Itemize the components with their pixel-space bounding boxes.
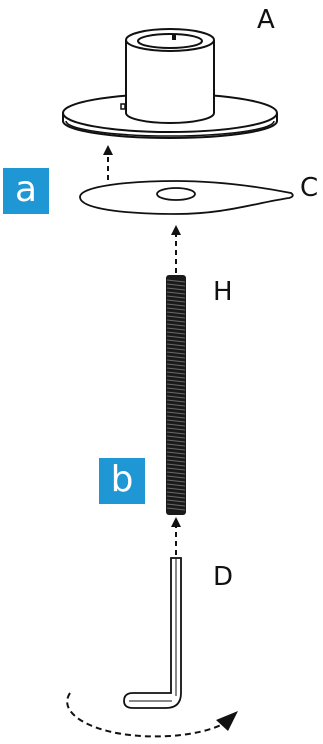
step-badge-a: a (3, 168, 49, 214)
part-h-threaded-rod (166, 275, 186, 515)
rotation-arrow (66, 692, 238, 738)
part-label-h: H (213, 277, 233, 307)
part-label-d: D (213, 562, 234, 592)
part-label-c: C (300, 173, 319, 203)
part-d-hex-key (123, 557, 182, 709)
part-a-flanged-bushing (62, 28, 278, 139)
step-badge-b: b (99, 458, 145, 504)
part-label-a: A (257, 5, 275, 35)
part-c-washer (79, 180, 294, 215)
